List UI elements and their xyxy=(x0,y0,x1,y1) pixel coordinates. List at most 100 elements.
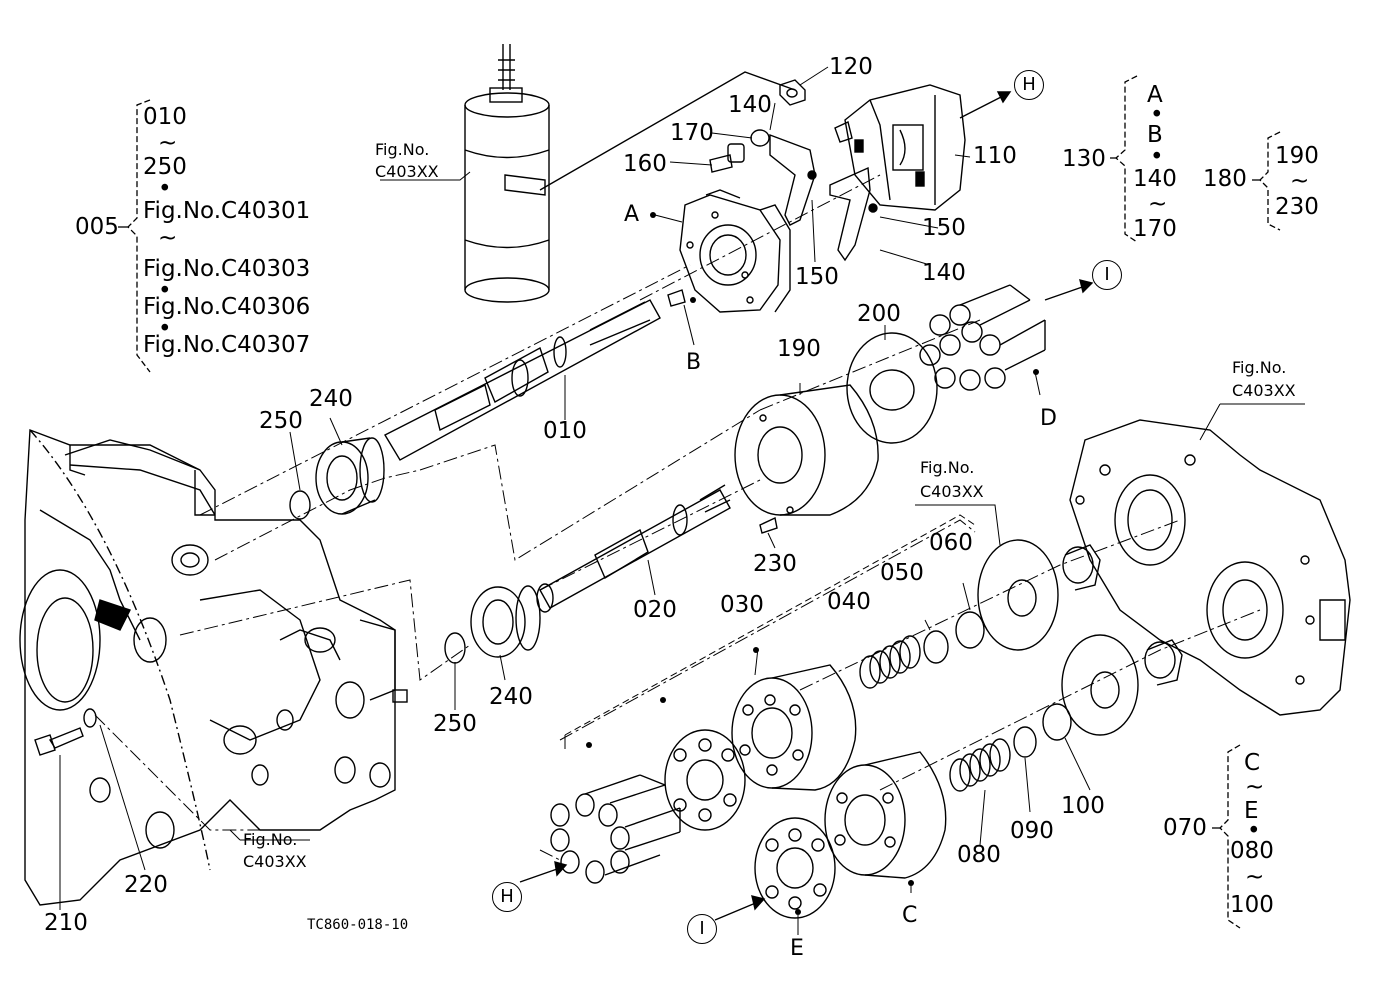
bracket-130-line-5: ~ xyxy=(1148,191,1168,217)
ring-090 xyxy=(1013,726,1037,758)
bracket-070-line-5: ~ xyxy=(1245,864,1265,890)
bracket-070-line-6: 100 xyxy=(1230,892,1274,918)
bracket-005-line-0: 010 xyxy=(143,104,187,130)
circled-ref-h-bottom: H xyxy=(492,882,522,912)
bracket-005-line-2: 250 xyxy=(143,154,187,180)
circled-ref-i-top: I xyxy=(1092,260,1122,290)
bracket-130-line-2: B xyxy=(1147,122,1163,148)
fig-ref-4-line2: C403XX xyxy=(243,852,307,871)
bracket-070-line-3: • xyxy=(1247,818,1261,844)
bracket-070-line-2: E xyxy=(1244,798,1259,824)
cylinder-block-190 xyxy=(734,384,879,516)
snap-ring-250-upper xyxy=(289,490,311,520)
ring-050 xyxy=(923,630,949,664)
fig-ref-4-line1: Fig.No. xyxy=(243,830,298,849)
part-110-label: 110 xyxy=(973,143,1017,169)
bracket-005-line-5: ~ xyxy=(158,225,178,251)
part-060-label: 060 xyxy=(929,530,973,556)
fig-ref-2-line1: Fig.No. xyxy=(1232,358,1287,377)
retainer-plate-upper xyxy=(664,729,746,831)
bracket-130-line-1: • xyxy=(1150,102,1164,128)
ring-060 xyxy=(955,611,985,649)
part-220-label: 220 xyxy=(124,872,168,898)
bracket-130-line-3: • xyxy=(1150,144,1164,170)
part-070-label: 070 xyxy=(1163,815,1207,841)
block-120-drawing xyxy=(779,79,806,106)
pin-b xyxy=(667,289,686,307)
reference-arrows xyxy=(519,91,1094,921)
needle-bearing-upper xyxy=(1062,544,1101,591)
leader-line xyxy=(539,71,796,191)
piston-set-h xyxy=(550,774,681,884)
fig-ref-1-line1: Fig.No. xyxy=(375,140,430,159)
solenoid-motor-drawing xyxy=(464,44,550,303)
callout-a: A xyxy=(624,202,640,227)
brace-180 xyxy=(1252,131,1281,231)
part-240a-label: 240 xyxy=(309,386,353,412)
part-140a-label: 140 xyxy=(728,92,772,118)
centerlines xyxy=(94,174,1261,861)
bracket-130-line-4: 140 xyxy=(1133,166,1177,192)
part-120-label: 120 xyxy=(829,54,873,80)
fig-ref-1-line2: C403XX xyxy=(375,162,439,181)
fig-ref-2-line2: C403XX xyxy=(1232,381,1296,400)
part-090-label: 090 xyxy=(1010,818,1054,844)
part-040-label: 040 xyxy=(827,589,871,615)
part-250b-label: 250 xyxy=(433,711,477,737)
shaft-010-drawing xyxy=(384,299,661,461)
part-005-label: 005 xyxy=(75,214,119,240)
servo-housing-drawing xyxy=(834,84,966,211)
bracket-005-line-4: Fig.No.C40301 xyxy=(143,198,311,224)
needle-bearing-lower xyxy=(1144,639,1183,686)
part-030-label: 030 xyxy=(720,592,764,618)
pin-230 xyxy=(759,516,778,534)
o-ring-170 xyxy=(750,129,770,147)
spring-040 xyxy=(859,635,921,689)
bracket-130-line-6: 170 xyxy=(1133,216,1177,242)
washer-220 xyxy=(83,708,97,728)
part-150b-label: 150 xyxy=(922,215,966,241)
circled-ref-h-top: H xyxy=(1014,70,1044,100)
part-160-label: 160 xyxy=(623,151,667,177)
bracket-005-line-6: Fig.No.C40303 xyxy=(143,256,311,282)
bracket-005-line-8: Fig.No.C40306 xyxy=(143,294,311,320)
part-170-label: 170 xyxy=(670,120,714,146)
bracket-180-line-2: 230 xyxy=(1275,194,1319,220)
shaft-020-drawing xyxy=(536,484,731,613)
valve-plate-upper xyxy=(977,539,1059,651)
transmission-case-drawing xyxy=(19,429,408,906)
part-140b-label: 140 xyxy=(922,260,966,286)
ring-100 xyxy=(1042,703,1072,741)
part-210-label: 210 xyxy=(44,910,88,936)
bracket-180-line-1: ~ xyxy=(1290,168,1310,194)
callout-d: D xyxy=(1040,406,1057,431)
part-150a-label: 150 xyxy=(795,264,839,290)
bracket-005-line-3: • xyxy=(158,176,172,202)
part-230-label: 230 xyxy=(753,551,797,577)
part-130-label: 130 xyxy=(1062,146,1106,172)
brace-005 xyxy=(118,99,151,373)
group-frame-030 xyxy=(564,514,976,736)
brace-130 xyxy=(1110,75,1138,243)
part-180-label: 180 xyxy=(1203,166,1247,192)
callout-b: B xyxy=(686,350,702,375)
callout-dots xyxy=(586,212,1039,915)
bracket-130-line-0: A xyxy=(1147,82,1163,108)
bearing-240-lower xyxy=(470,585,541,658)
part-240b-label: 240 xyxy=(489,684,533,710)
fig-ref-3-line1: Fig.No. xyxy=(920,458,975,477)
callout-c: C xyxy=(902,903,918,928)
bolt-160 xyxy=(709,143,745,173)
piston-set-d xyxy=(919,284,1046,391)
leader-lines xyxy=(59,66,1305,935)
bracket-005-line-9: • xyxy=(158,316,172,342)
end-cover-drawing xyxy=(1069,419,1351,716)
valve-plate-lower xyxy=(1061,634,1139,736)
fig-ref-3-line2: C403XX xyxy=(920,482,984,501)
bracket-180-line-0: 190 xyxy=(1275,143,1319,169)
circled-ref-i-bottom: I xyxy=(687,914,717,944)
swash-plate-drawing xyxy=(679,189,791,313)
part-190-label: 190 xyxy=(777,336,821,362)
